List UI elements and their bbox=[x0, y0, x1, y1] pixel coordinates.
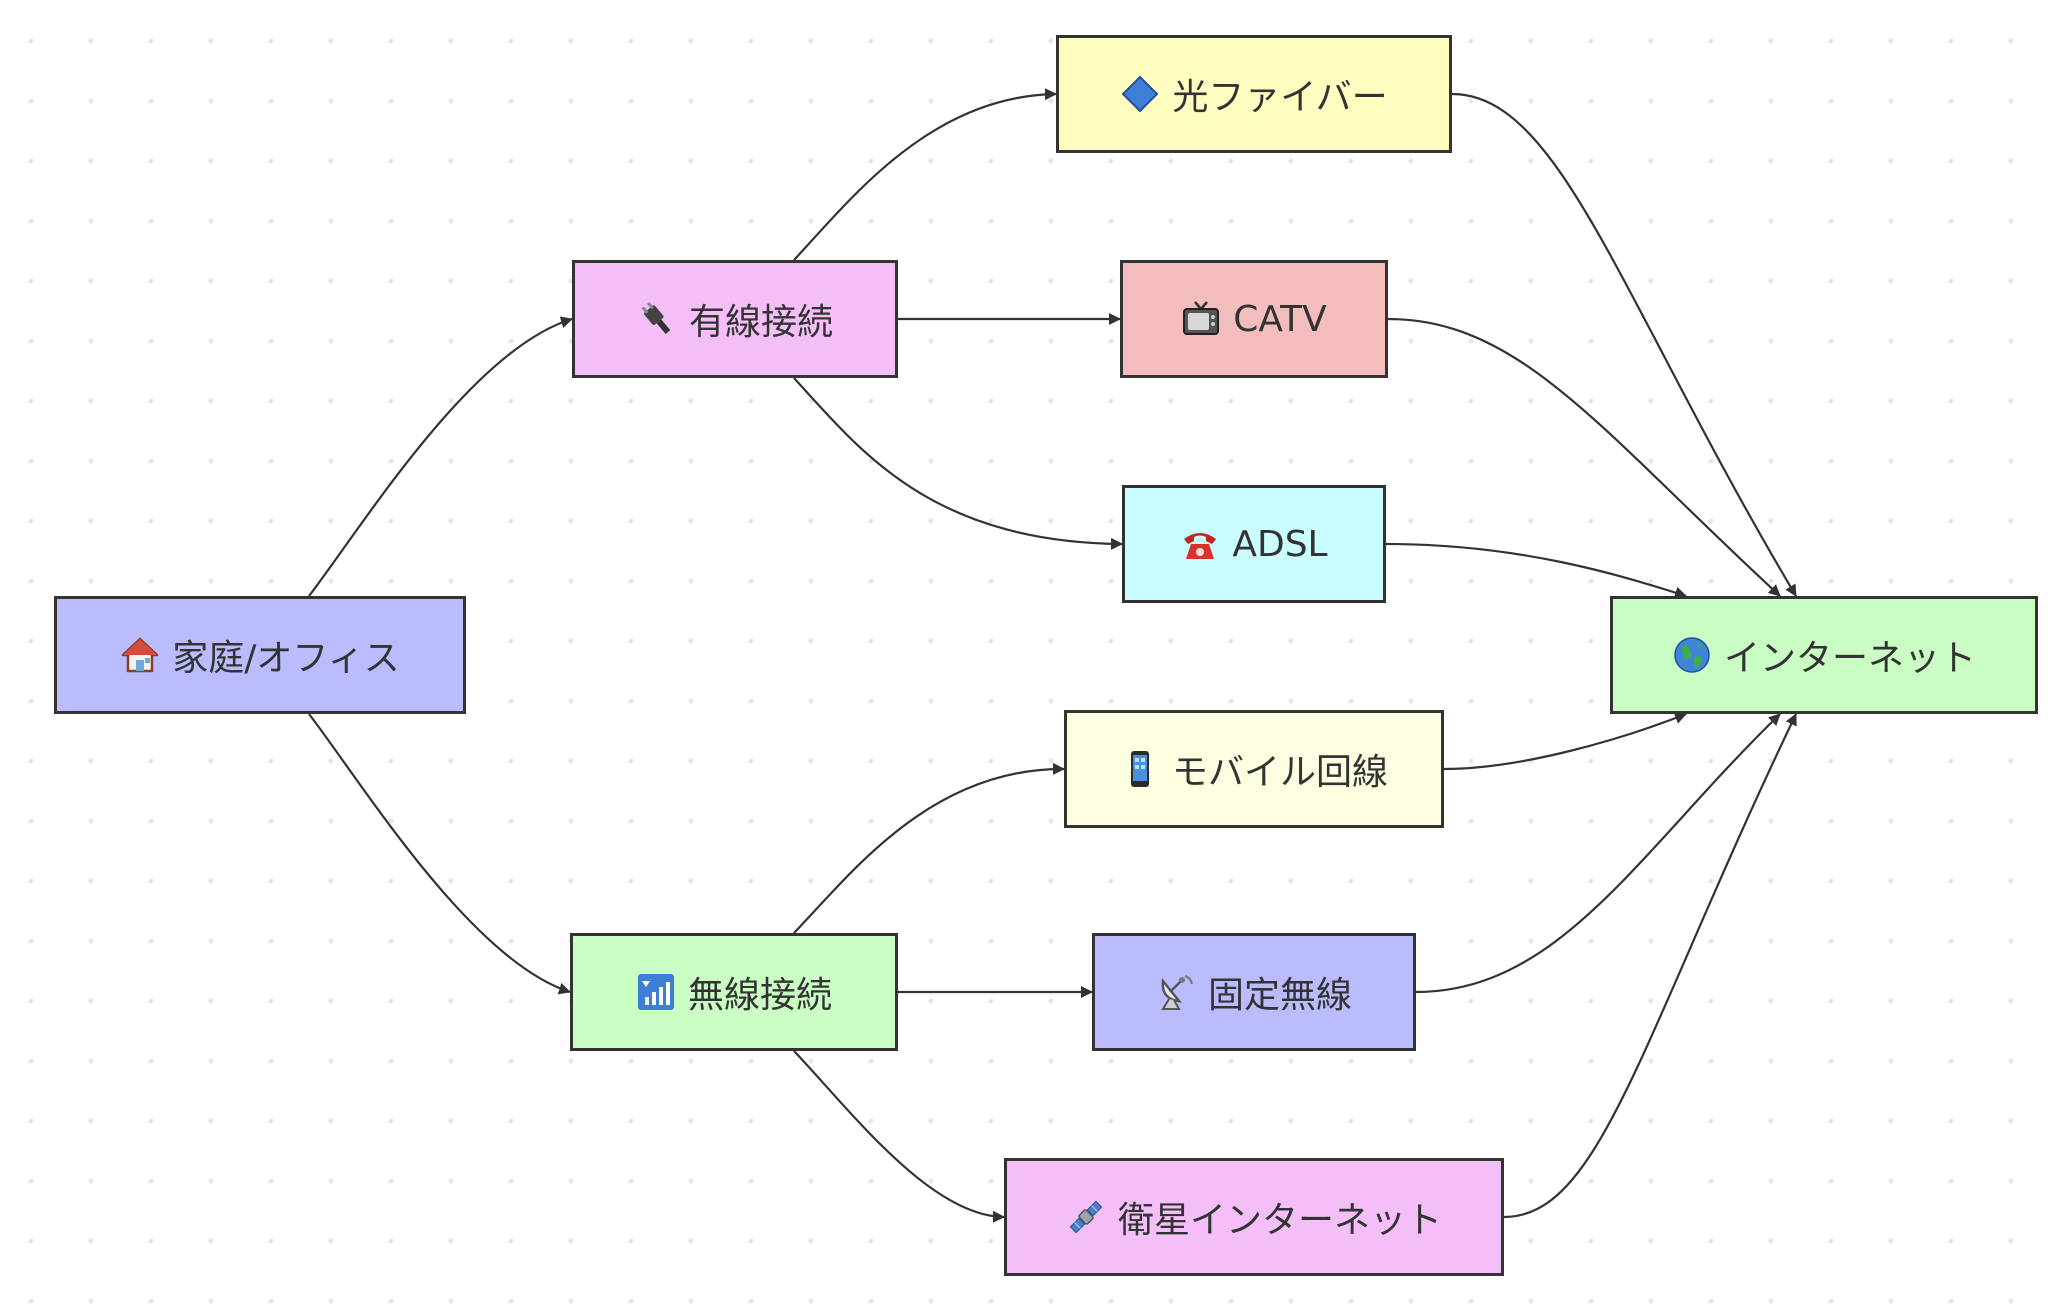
node-mobile-line[interactable]: モバイル回線 bbox=[1064, 710, 1444, 828]
node-label: モバイル回線 bbox=[1171, 752, 1388, 793]
house-icon bbox=[120, 635, 160, 675]
node-wired-connection[interactable]: 有線接続 bbox=[572, 260, 898, 378]
node-label: インターネット bbox=[1723, 638, 1976, 679]
node-label: 有線接続 bbox=[688, 302, 833, 343]
node-label: 光ファイバー bbox=[1172, 77, 1388, 118]
satellite-icon bbox=[1066, 1197, 1106, 1237]
edge-adsl-to-internet bbox=[1385, 542, 1687, 599]
node-label: ADSL bbox=[1232, 523, 1328, 565]
node-optical-fiber[interactable]: 光ファイバー bbox=[1056, 35, 1452, 153]
node-label: CATV bbox=[1233, 298, 1327, 340]
node-wireless-connection[interactable]: 無線接続 bbox=[570, 933, 898, 1051]
node-adsl[interactable]: ADSL bbox=[1122, 485, 1386, 603]
edge-wired-to-adsl bbox=[793, 377, 1123, 550]
node-satellite-internet[interactable]: 衛星インターネット bbox=[1004, 1158, 1504, 1276]
node-label: 無線接続 bbox=[687, 975, 832, 1016]
telephone-icon bbox=[1180, 524, 1220, 564]
edge-fixed-to-internet bbox=[1415, 713, 1781, 994]
mobile-phone-icon bbox=[1120, 749, 1160, 789]
node-catv[interactable]: CATV bbox=[1120, 260, 1388, 378]
globe-icon bbox=[1672, 635, 1712, 675]
edge-fiber-to-internet bbox=[1451, 92, 1797, 597]
edge-home-to-wireless bbox=[308, 713, 571, 995]
edge-wireless-to-satellite bbox=[793, 1050, 1005, 1223]
node-home-office[interactable]: 家庭/オフィス bbox=[54, 596, 466, 714]
signal-bars-icon bbox=[636, 972, 676, 1012]
edge-catv-to-internet bbox=[1387, 317, 1781, 597]
edge-mobile-to-internet bbox=[1443, 712, 1687, 771]
satellite-antenna-icon bbox=[1156, 972, 1196, 1012]
edge-wireless-to-mobile bbox=[793, 762, 1065, 934]
node-internet[interactable]: インターネット bbox=[1610, 596, 2038, 714]
edge-wired-to-fiber bbox=[793, 88, 1057, 261]
television-icon bbox=[1181, 299, 1221, 339]
node-label: 家庭/オフィス bbox=[172, 638, 400, 679]
edge-home-to-wired bbox=[308, 316, 573, 597]
diamond-icon bbox=[1120, 74, 1160, 114]
node-label: 衛星インターネット bbox=[1117, 1200, 1442, 1241]
edge-satellite-to-internet bbox=[1503, 713, 1797, 1219]
node-fixed-wireless[interactable]: 固定無線 bbox=[1092, 933, 1416, 1051]
node-label: 固定無線 bbox=[1207, 975, 1352, 1016]
plug-icon bbox=[637, 299, 677, 339]
